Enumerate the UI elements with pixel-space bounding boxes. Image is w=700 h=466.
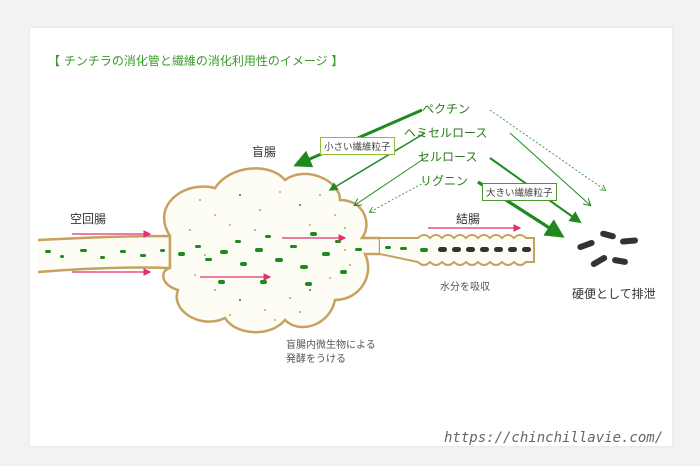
flow-arrows <box>72 224 522 281</box>
fiber-cellulose: セルロース <box>418 150 478 164</box>
fiber-lignin: リグニン <box>420 174 469 188</box>
large-particle-label: 大きい繊維粒子 <box>482 183 557 201</box>
hard-feces <box>577 230 638 267</box>
fermentation-note-2: 発酵をうける <box>286 354 346 365</box>
excretion-note: 硬便として排泄 <box>572 287 656 301</box>
colon-label: 結腸 <box>456 212 481 226</box>
cecum-label: 盲腸 <box>252 145 277 159</box>
fiber-particles <box>45 232 428 286</box>
fiber-hemicellulose: ヘミセルロース <box>404 126 488 140</box>
page-title: 【 チンチラの消化管と繊維の消化利用性のイメージ 】 <box>48 54 344 68</box>
ileum-tube <box>37 234 172 274</box>
cecum-particles <box>189 191 351 321</box>
cecum-shape <box>162 167 382 334</box>
ileum-label: 空回腸 <box>70 212 107 226</box>
fermentation-note-1: 盲腸内微生物による <box>286 340 376 351</box>
small-particle-label: 小さい繊維粒子 <box>320 137 395 155</box>
fiber-pectin: ペクチン <box>422 102 471 116</box>
site-url: https://chinchillavie.com/ <box>444 430 664 446</box>
colon-contents <box>438 247 531 252</box>
water-absorption-note: 水分を吸収 <box>440 282 490 293</box>
